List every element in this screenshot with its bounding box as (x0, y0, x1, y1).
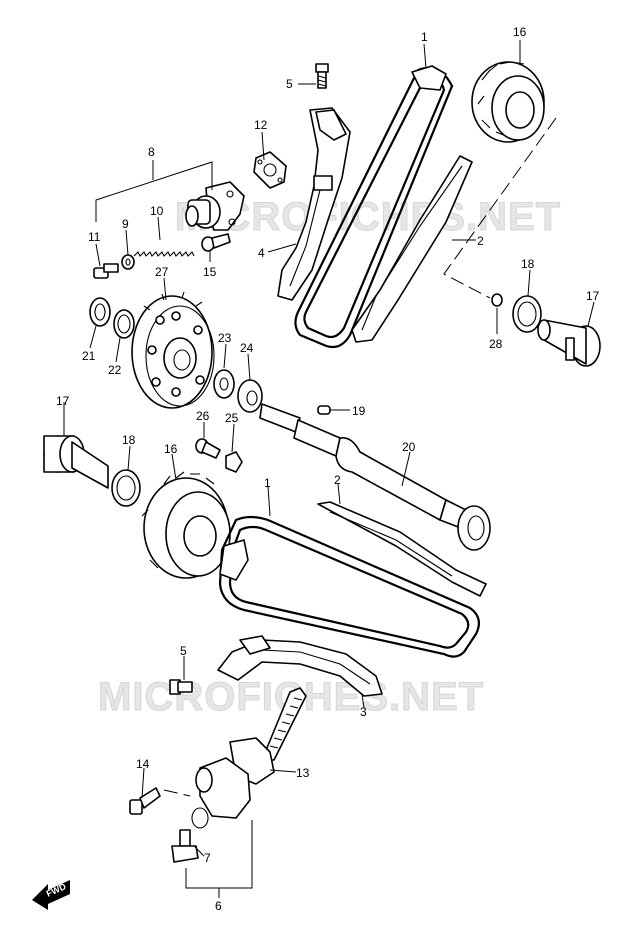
washer-28 (491, 293, 503, 307)
callout-16-lower: 16 (164, 442, 178, 456)
callout-numbers: 1 16 5 12 8 9 10 11 15 4 2 18 17 28 27 2… (56, 25, 600, 913)
bolt-26 (195, 438, 221, 459)
leader-lines (63, 40, 595, 857)
callout-2-upper: 2 (477, 234, 484, 248)
tensioner-lower (191, 687, 307, 829)
sprocket-bolt-left (43, 435, 109, 489)
o-ring-18-right (512, 295, 542, 333)
camshaft (259, 403, 491, 551)
callout-12: 12 (254, 118, 268, 132)
bolt-lower (169, 679, 193, 695)
callout-4: 4 (258, 246, 265, 260)
callout-26: 26 (196, 409, 210, 423)
callout-24: 24 (240, 341, 254, 355)
callout-28: 28 (489, 337, 503, 351)
tensioner-lever-lower (217, 635, 383, 697)
callout-27: 27 (155, 265, 169, 279)
callout-23: 23 (218, 331, 232, 345)
bolt-upper (315, 63, 329, 89)
callout-6: 6 (215, 899, 222, 913)
bearing-23 (213, 369, 235, 399)
tensioner-assembly (185, 181, 245, 231)
callout-8: 8 (148, 145, 155, 159)
callout-7: 7 (204, 851, 211, 865)
callout-9: 9 (122, 217, 129, 231)
o-ring-22 (113, 309, 135, 339)
callout-1-lower: 1 (264, 476, 271, 490)
callout-1-upper: 1 (421, 30, 428, 44)
sprocket-bolt-right (537, 319, 601, 367)
callout-25: 25 (225, 411, 239, 425)
callout-14: 14 (136, 757, 150, 771)
o-ring-18-left (111, 469, 141, 507)
cam-chain-lower (218, 515, 481, 658)
forward-direction-arrow: FWD (32, 880, 70, 910)
callout-11: 11 (88, 230, 101, 244)
chain-guide-lower (317, 501, 487, 597)
chain-guide-upper (351, 155, 473, 343)
callout-18-upper: 18 (521, 257, 535, 271)
callout-15: 15 (203, 265, 217, 279)
callout-17-lower: 17 (56, 394, 70, 408)
callout-19: 19 (352, 404, 366, 418)
callout-5-upper: 5 (286, 77, 293, 91)
callout-10: 10 (150, 204, 164, 218)
tensioner-spring (133, 251, 195, 257)
callout-5-lower: 5 (180, 644, 187, 658)
callout-20: 20 (402, 440, 416, 454)
cam-sprocket-upper (471, 61, 545, 143)
seal-21 (89, 297, 111, 327)
bracket-8 (95, 161, 213, 222)
gasket (253, 151, 287, 189)
bolt-14 (129, 787, 161, 815)
washer-9 (121, 254, 135, 270)
plug-7 (171, 829, 199, 863)
cam-sprocket-lower (141, 471, 231, 579)
callout-16-upper: 16 (513, 25, 527, 39)
callout-21: 21 (82, 349, 96, 363)
callout-2-lower: 2 (334, 473, 341, 487)
pin-25 (225, 451, 243, 473)
watermark-bottom: MICROFICHES.NET (98, 675, 484, 719)
dowel-19 (317, 405, 331, 415)
dashed-line-lower (163, 789, 191, 797)
callout-18-lower: 18 (122, 433, 136, 447)
callout-17-upper: 17 (586, 289, 600, 303)
callout-3: 3 (360, 705, 367, 719)
callout-13: 13 (296, 766, 310, 780)
bolt-11 (93, 263, 119, 279)
tensioner-lever-upper (277, 107, 351, 301)
bearing-24 (237, 379, 263, 413)
dashed-line-upper (443, 117, 557, 299)
cam-chain-upper (294, 65, 454, 349)
bolt-15 (201, 233, 231, 252)
callout-22: 22 (108, 363, 122, 377)
driven-gear (131, 291, 215, 409)
